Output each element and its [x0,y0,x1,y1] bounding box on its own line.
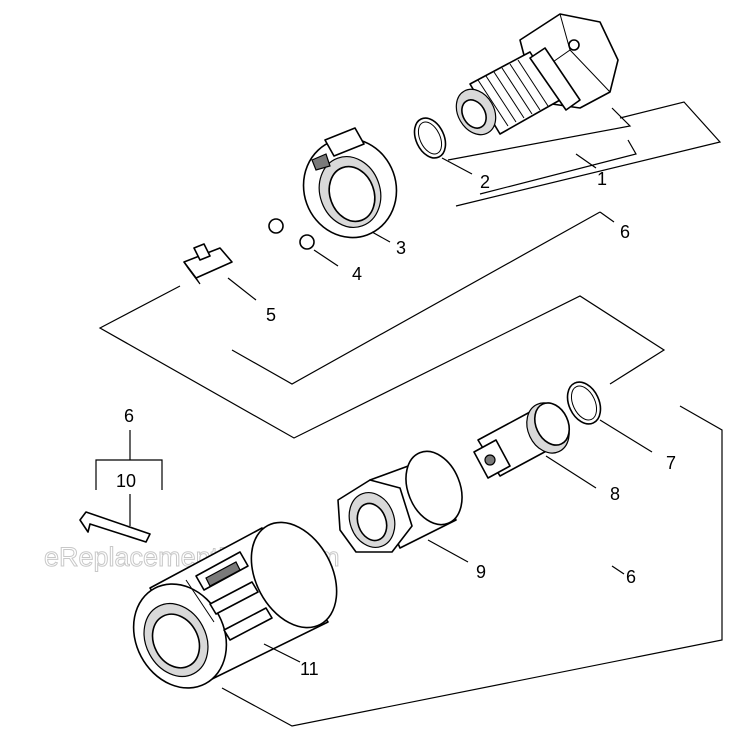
callout-2: 2 [480,172,490,192]
callout-7: 7 [666,453,676,473]
callout-8: 8 [610,484,620,504]
callout-1: 1 [597,169,607,189]
callout-11: 11 [300,659,319,679]
callout-3: 3 [396,238,406,258]
callout-4: 4 [352,264,362,284]
part-8-nozzle-insert [473,402,571,479]
callout-6-left: 6 [124,406,134,426]
leader-lines [95,101,723,727]
part-4-balls [268,218,315,250]
part-2-o-ring [413,117,447,159]
part-5-clip [183,243,233,285]
callout-6-bottom: 6 [626,567,636,587]
part-7-o-ring [566,381,602,425]
part-10-hex-key [79,511,151,543]
callout-6-top: 6 [620,222,630,242]
part-1-fitting [455,13,619,136]
callout-10: 10 [116,471,136,491]
part-9-nut-sleeve [337,450,463,553]
callout-5: 5 [266,305,276,325]
callout-9: 9 [476,562,486,582]
part-11-housing [132,521,338,689]
part-3-locking-ring [302,127,398,239]
